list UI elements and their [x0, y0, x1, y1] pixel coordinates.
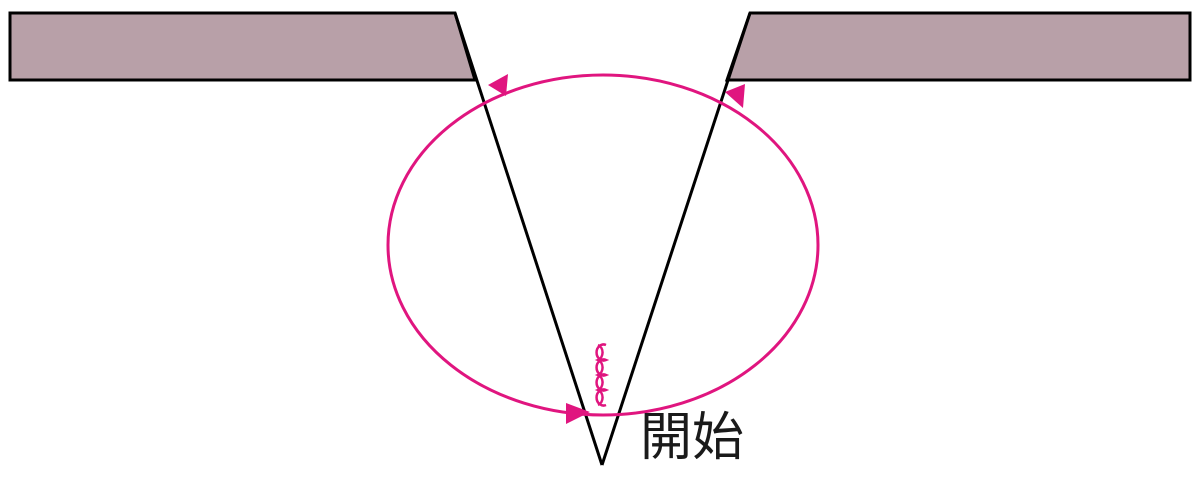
cycle-path — [386, 73, 820, 417]
triangle-arrow-icon — [566, 403, 590, 424]
triangle-arrow-icon — [488, 74, 508, 96]
start-label: 開始 — [640, 408, 745, 468]
left-surface-block — [8, 11, 478, 82]
notch-left-edge — [453, 12, 604, 466]
right-surface-block — [724, 11, 1192, 82]
notch-right-edge — [600, 12, 752, 466]
coil-icon — [594, 343, 610, 407]
triangle-arrow-icon — [725, 84, 745, 108]
